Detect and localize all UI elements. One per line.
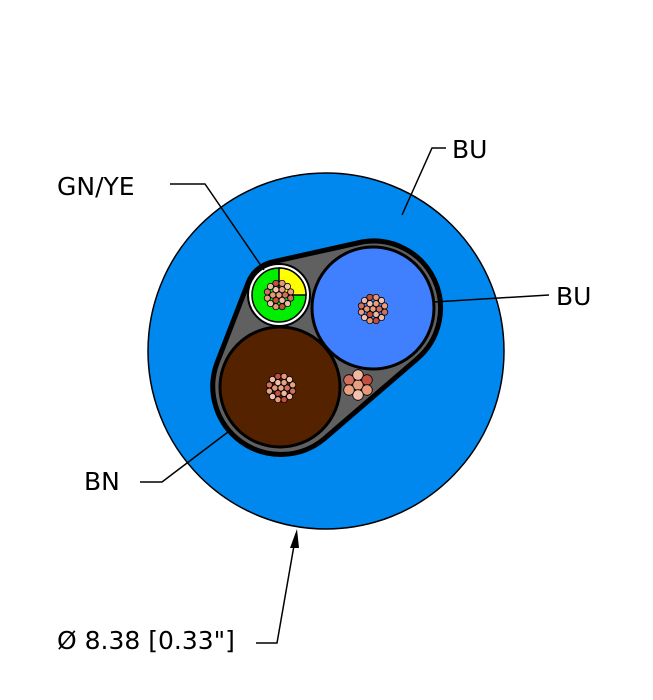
copper-strand [271,384,279,392]
copper-strand [281,291,289,299]
copper-strand [266,300,274,308]
copper-strand [269,291,277,299]
copper-strand [372,293,380,301]
copper-strand [381,302,389,310]
ground-strand-bundle [263,279,295,311]
copper-strand [287,288,295,296]
label-conductor-gnye: GN/YE [57,172,135,201]
copper-strand [357,308,365,316]
copper-strand [265,387,273,395]
copper-strand [280,396,288,404]
leader-line-jacket [401,147,446,216]
copper-strand [378,296,386,304]
diameter-arrowhead [290,529,299,548]
copper-strand [283,384,291,392]
label-conductor-bu: BU [556,282,592,311]
copper-strand [360,314,368,322]
copper-strand [263,288,271,296]
label-conductor-bn: BN [84,467,120,496]
copper-strand [375,305,383,313]
copper-strand [343,384,355,396]
leader-line-brown [140,431,229,483]
copper-strand [289,381,297,389]
copper-strand [272,303,280,311]
leader-line-blue [433,294,550,303]
copper-strand [278,279,286,287]
copper-strand [284,300,292,308]
leader-line-diameter [256,533,297,644]
brown-strand-bundle [265,372,297,404]
copper-strand [372,317,380,325]
copper-strand [363,305,371,313]
drain-strand-bundle [343,369,373,401]
copper-strand [361,384,373,396]
copper-strand [284,282,292,290]
copper-strand [274,372,282,380]
copper-strand [352,389,364,401]
copper-strand [366,317,374,325]
copper-strand [268,393,276,401]
copper-strand [361,374,373,386]
copper-strand [268,375,276,383]
copper-strand [378,314,386,322]
copper-strand [286,375,294,383]
copper-strand [266,282,274,290]
copper-strand [357,302,365,310]
copper-strand [265,381,273,389]
label-jacket-bu: BU [452,135,488,164]
blue-strand-bundle [357,293,389,325]
copper-strand [278,303,286,311]
copper-strand [286,393,294,401]
copper-strand [263,294,271,302]
label-diameter: Ø 8.38 [0.33"] [57,626,235,655]
copper-strand [274,396,282,404]
copper-strand [272,279,280,287]
copper-strand [280,372,288,380]
leader-line-ground [170,183,265,271]
copper-strand [352,369,364,381]
copper-strand [366,293,374,301]
copper-strand [360,296,368,304]
